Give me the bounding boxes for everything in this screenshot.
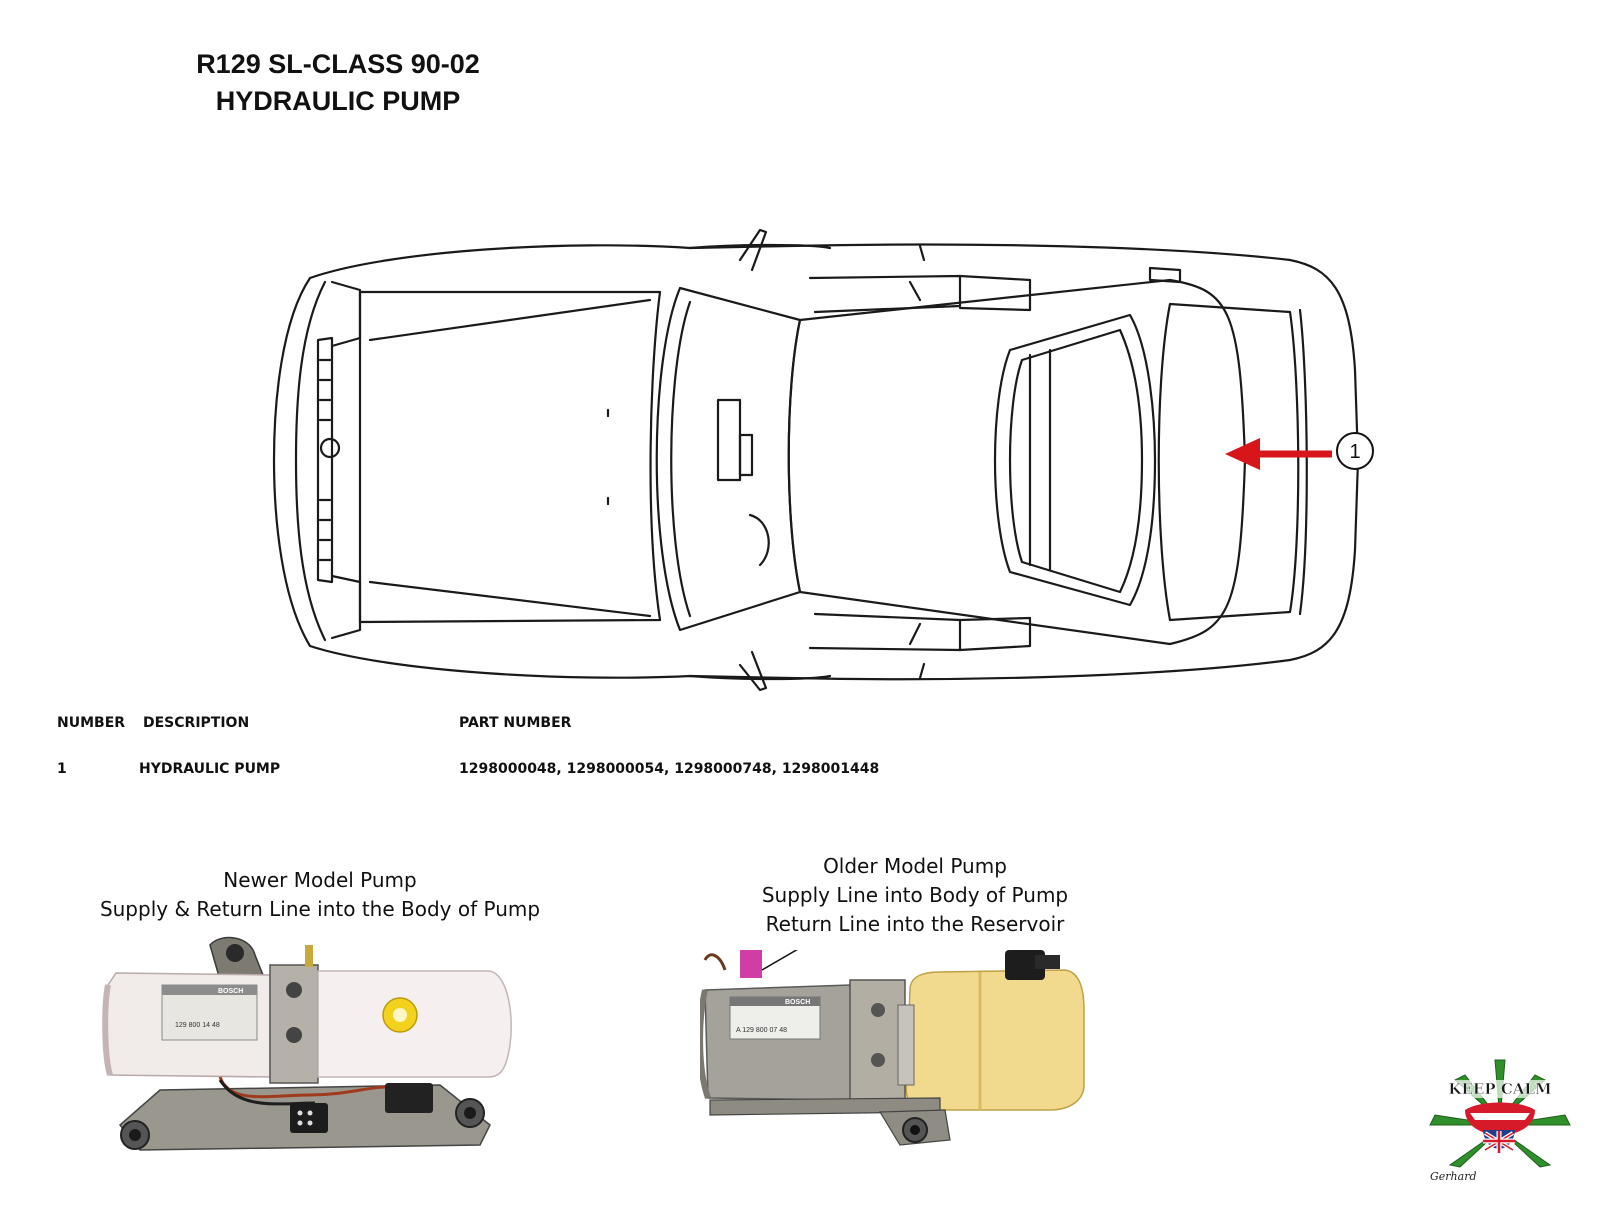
table-header-part-number: PART NUMBER (459, 715, 572, 731)
logo-signature: Gerhard (1430, 1170, 1477, 1183)
emblem-circle (319, 437, 341, 459)
roof (787, 278, 1247, 646)
callout-arrow (1225, 438, 1332, 470)
title-line-2: HYDRAULIC PUMP (215, 86, 461, 116)
newer-caption-line-1: Newer Model Pump (223, 868, 417, 892)
table-cell-number: 1 (57, 761, 67, 777)
title-line-1: R129 SL-CLASS 90-02 (196, 49, 480, 79)
tongue-icon (1465, 1102, 1535, 1153)
older-label-brand: BOSCH (785, 999, 810, 1006)
newer-label-brand: BOSCH (218, 988, 243, 995)
older-label-part: A 129 800 07 48 (736, 1027, 787, 1034)
older-caption-line-3: Return Line into the Reservoir (765, 912, 1065, 936)
keep-calm-logo: KEEP CALM Gerhard (1429, 1059, 1571, 1183)
newer-caption-line-2: Supply & Return Line into the Body of Pu… (99, 897, 541, 921)
callout-number: 1 (1349, 441, 1360, 463)
rear-window (993, 313, 1157, 607)
newer-label-part: 129 800 14 48 (175, 1022, 220, 1029)
newer-pump-photo: BOSCH 129 800 14 48 (102, 936, 512, 1151)
front-grille (316, 336, 334, 584)
trunk-lid (1157, 302, 1300, 622)
table-header-number: NUMBER (57, 715, 126, 731)
table-header-description: DESCRIPTION (143, 715, 250, 731)
windshield (655, 286, 802, 632)
mirror-left (738, 228, 768, 272)
page-title: R129 SL-CLASS 90-02 HYDRAULIC PUMP (138, 46, 538, 120)
car-body-outline (272, 243, 1360, 681)
hood (358, 290, 662, 624)
older-caption-line-1: Older Model Pump (823, 854, 1007, 878)
older-pump-caption: Older Model Pump Supply Line into Body o… (665, 852, 1165, 939)
older-caption-line-2: Supply Line into Body of Pump (761, 883, 1069, 907)
table-cell-part-number: 1298000048, 1298000054, 1298000748, 1298… (459, 761, 880, 777)
car-top-view-diagram: 1 (272, 228, 1374, 692)
logo-text: KEEP CALM (1448, 1080, 1551, 1098)
newer-pump-caption: Newer Model Pump Supply & Return Line in… (70, 866, 570, 924)
older-pump-photo: BOSCH A 129 800 07 48 (700, 950, 1085, 1146)
table-cell-description: HYDRAULIC PUMP (139, 761, 281, 777)
callout-circle (1336, 432, 1374, 470)
mirror-right (738, 650, 768, 692)
